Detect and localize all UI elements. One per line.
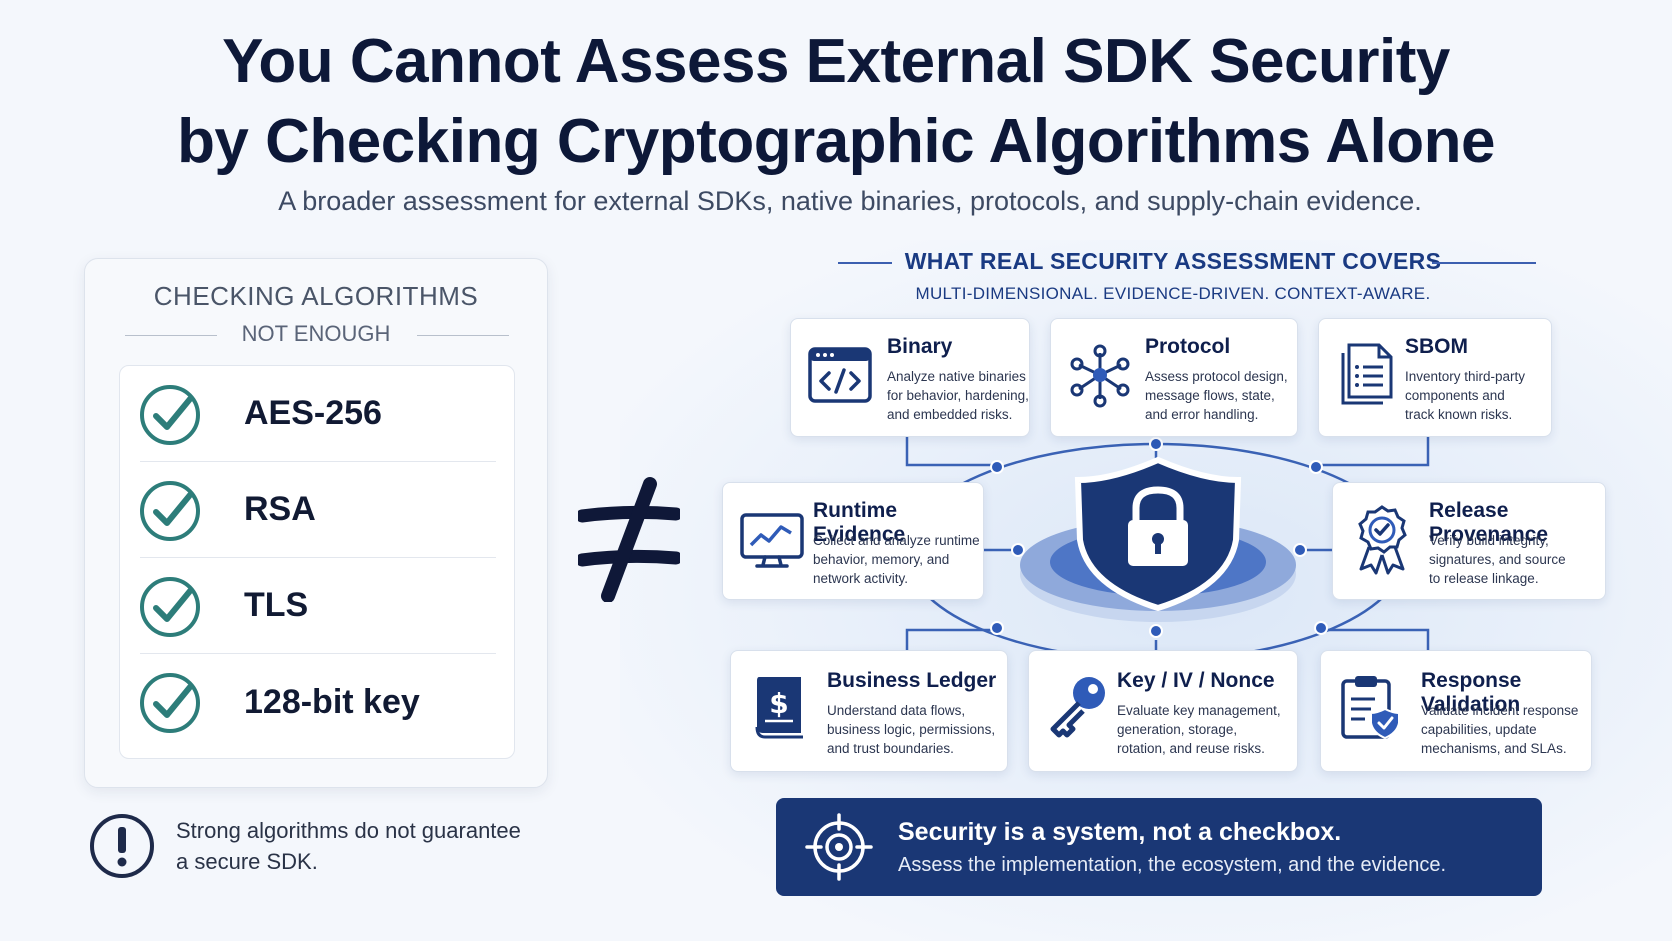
not-equal-icon: [578, 477, 680, 602]
desc-line: Understand data flows,: [827, 703, 966, 718]
card-title: Runtime Evidence: [813, 499, 906, 546]
algorithms-card: CHECKING ALGORITHMS NOT ENOUGH AES-256 R…: [84, 258, 548, 788]
desc-line: rotation, and reuse risks.: [1117, 741, 1265, 756]
desc-line: Analyze native binaries: [887, 369, 1026, 384]
title-line-2: by Checking Cryptographic Algorithms Alo…: [177, 107, 1495, 176]
award-badge-icon: [1358, 505, 1407, 575]
card-description: Understand data flows, business logic, p…: [827, 701, 995, 758]
card-response-validation: Response Validation Validate incident re…: [1320, 650, 1592, 772]
algorithm-list: AES-256 RSA TLS 128-bit key: [119, 365, 515, 759]
monitor-chart-icon: [740, 513, 804, 568]
warning-note: Strong algorithms do not guarantee a sec…: [88, 812, 521, 880]
desc-line: and trust boundaries.: [827, 741, 954, 756]
target-crosshair-icon: [805, 813, 873, 881]
desc-line: and error handling.: [1145, 407, 1259, 422]
algorithms-card-heading: CHECKING ALGORITHMS: [153, 281, 479, 311]
desc-line: Evaluate key management,: [1117, 703, 1281, 718]
desc-line: generation, storage,: [1117, 722, 1238, 737]
desc-line: Validate incident response: [1421, 703, 1579, 718]
card-title: Business Ledger: [827, 669, 997, 692]
heading-rule-left: [838, 262, 892, 264]
divider-right: [417, 335, 509, 336]
document-list-icon: [1341, 343, 1393, 405]
desc-line: track known risks.: [1405, 407, 1513, 422]
card-description: Inventory third-party components and tra…: [1405, 367, 1525, 424]
desc-line: Assess protocol design,: [1145, 369, 1288, 384]
svg-text:$: $: [769, 687, 788, 720]
coverage-heading: WHAT REAL SECURITY ASSESSMENT COVERS: [904, 248, 1442, 274]
desc-line: network activity.: [813, 571, 909, 586]
card-description: Assess protocol design, message flows, s…: [1145, 367, 1288, 424]
algorithm-label: RSA: [244, 490, 316, 528]
desc-line: Inventory third-party: [1405, 369, 1526, 384]
list-item: RSA: [140, 462, 496, 558]
desc-line: behavior, memory, and: [813, 552, 950, 567]
title-line-1: You Cannot Assess External SDK Security: [222, 27, 1450, 96]
list-item: 128-bit key: [140, 654, 496, 750]
card-business-ledger: $ Business Ledger Understand data flows,…: [730, 650, 1008, 772]
shield-icon: [1074, 456, 1242, 612]
heading-rule-right: [1432, 262, 1536, 264]
desc-line: components and: [1405, 388, 1505, 403]
warning-line-2: a secure SDK.: [176, 849, 318, 874]
algorithm-label: TLS: [244, 586, 309, 624]
check-circle-icon: [140, 673, 200, 733]
card-description: Validate incident response capabilities,…: [1421, 701, 1578, 758]
coverage-subheading: MULTI-DIMENSIONAL. EVIDENCE-DRIVEN. CONT…: [915, 284, 1431, 303]
card-key-iv-nonce: Key / IV / Nonce Evaluate key management…: [1028, 650, 1298, 772]
desc-line: mechanisms, and SLAs.: [1421, 741, 1567, 756]
card-protocol: Protocol Assess protocol design, message…: [1050, 318, 1298, 437]
card-description: Analyze native binaries for behavior, ha…: [887, 367, 1029, 424]
warning-line-1: Strong algorithms do not guarantee: [176, 818, 521, 843]
desc-line: to release linkage.: [1429, 571, 1539, 586]
exclamation-circle-icon: [90, 814, 154, 878]
card-release-provenance: Release Provenance Verify build integrit…: [1332, 482, 1606, 600]
card-title: Binary: [887, 335, 953, 358]
card-title: Response Validation: [1421, 669, 1522, 716]
warning-text: Strong algorithms do not guarantee a sec…: [176, 815, 521, 877]
check-circle-icon: [140, 480, 200, 541]
page-title: You Cannot Assess External SDK Security …: [0, 22, 1672, 182]
page-subtitle: A broader assessment for external SDKs, …: [278, 186, 1422, 216]
algorithm-label: 128-bit key: [244, 682, 420, 721]
check-circle-icon: [140, 384, 200, 445]
desc-line: message flows, state,: [1145, 388, 1275, 403]
ledger-book-icon: $: [755, 677, 803, 739]
clipboard-shield-icon: [1341, 676, 1400, 740]
card-title: Key / IV / Nonce: [1117, 669, 1275, 692]
list-item: AES-256: [140, 366, 496, 462]
card-description: Evaluate key management, generation, sto…: [1117, 701, 1281, 758]
algorithm-label: AES-256: [244, 394, 382, 432]
card-runtime-evidence: Runtime Evidence Collect and analyze run…: [722, 482, 984, 600]
banner-headline: Security is a system, not a checkbox.: [898, 818, 1342, 846]
network-nodes-icon: [1070, 344, 1130, 408]
summary-banner: Security is a system, not a checkbox. As…: [776, 798, 1542, 896]
code-window-icon: [808, 347, 872, 403]
desc-line: capabilities, update: [1421, 722, 1537, 737]
desc-line: Collect and analyze runtime: [813, 533, 980, 548]
desc-line: Verify build integrity,: [1429, 533, 1549, 548]
algorithms-card-subheading: NOT ENOUGH: [241, 321, 391, 346]
card-binary: Binary Analyze native binaries for behav…: [790, 318, 1030, 437]
check-circle-icon: [140, 576, 200, 637]
card-title: SBOM: [1405, 335, 1468, 358]
banner-subline: Assess the implementation, the ecosystem…: [898, 854, 1447, 876]
desc-line: business logic, permissions,: [827, 722, 996, 737]
card-title: Release Provenance: [1429, 499, 1549, 546]
list-item: TLS: [140, 558, 496, 654]
card-description: Collect and analyze runtime behavior, me…: [813, 531, 980, 588]
card-title: Protocol: [1145, 335, 1231, 358]
divider-left: [125, 335, 217, 336]
desc-line: and embedded risks.: [887, 407, 1013, 422]
card-sbom: SBOM Inventory third-party components an…: [1318, 318, 1552, 437]
key-icon: [1050, 677, 1105, 738]
desc-line: for behavior, hardening,: [887, 388, 1029, 403]
desc-line: signatures, and source: [1429, 552, 1566, 567]
platform-base: [1020, 526, 1296, 622]
card-description: Verify build integrity, signatures, and …: [1429, 531, 1566, 588]
lock-icon: [1128, 520, 1188, 566]
